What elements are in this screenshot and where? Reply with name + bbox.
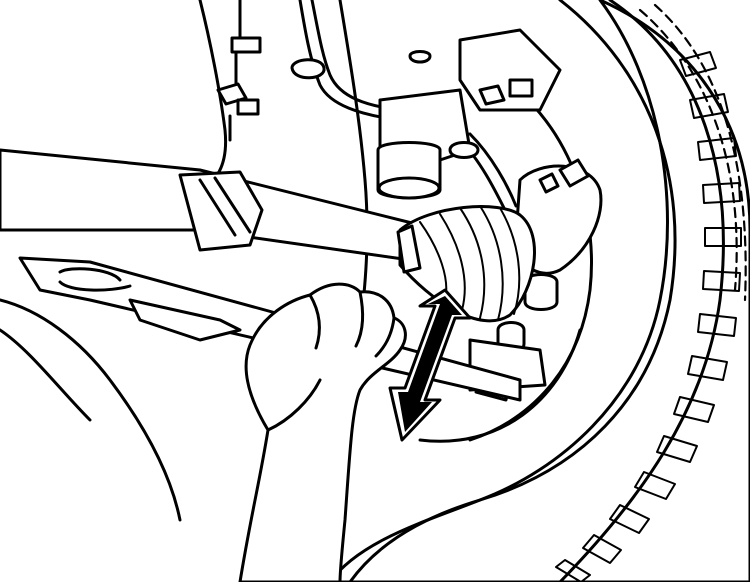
cv-joint-boot (396, 205, 536, 323)
double-headed-vertical-arrow-icon (388, 288, 472, 442)
drive-shaft (0, 148, 422, 262)
hand (238, 282, 407, 582)
subframe (0, 298, 242, 522)
tire (328, 0, 750, 582)
tread-blocks (555, 51, 742, 582)
